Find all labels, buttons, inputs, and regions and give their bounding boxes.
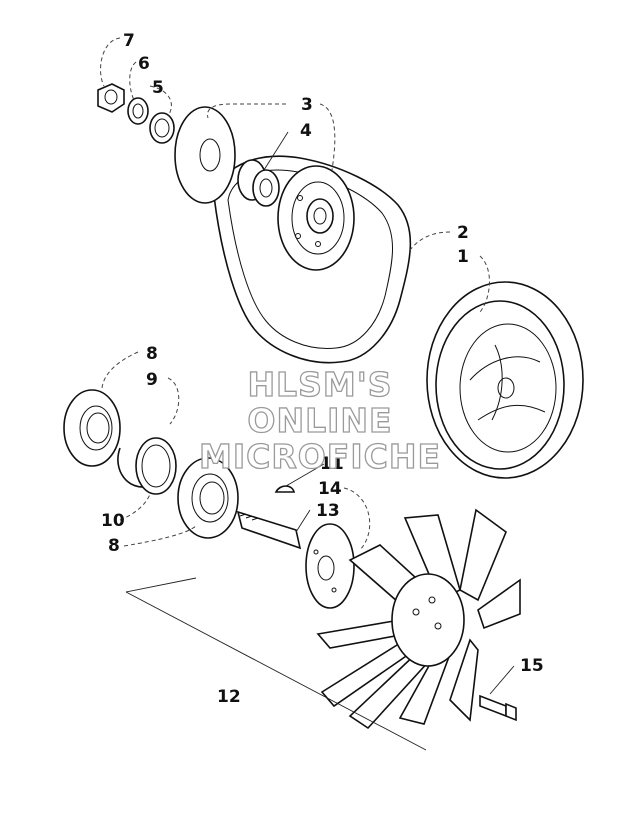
assembly-bracket-bottom	[125, 591, 427, 751]
bearing-upper	[63, 389, 121, 467]
callout-12: 12	[217, 687, 241, 707]
callout-5: 5	[152, 78, 164, 98]
callout-6: 6	[138, 54, 150, 74]
callout-9: 9	[146, 370, 158, 390]
callout-13: 13	[316, 501, 340, 521]
hex-nut	[97, 83, 125, 113]
watermark-line-1: HLSM'S	[247, 365, 392, 404]
driven-pulley-front	[277, 165, 355, 271]
cooling-fan	[316, 508, 521, 730]
bearing-lower	[177, 457, 239, 539]
watermark-line-2: ONLINE	[247, 401, 392, 440]
lock-washer	[127, 97, 149, 125]
leader-lines	[100, 37, 515, 695]
fan-bolt	[479, 694, 517, 722]
assembly-bracket-top	[125, 577, 197, 593]
callout-2: 2	[457, 223, 469, 243]
callout-10: 10	[101, 511, 125, 531]
flat-washer	[149, 112, 175, 144]
callout-11: 11	[320, 454, 344, 474]
callout-15: 15	[520, 656, 544, 676]
pulley-bearing	[237, 159, 280, 207]
callout-8-lower: 8	[108, 536, 120, 556]
woodruff-key	[274, 485, 296, 493]
callout-7: 7	[123, 31, 135, 51]
fan-shaft	[236, 510, 355, 609]
callout-8-upper: 8	[146, 344, 158, 364]
callout-14: 14	[318, 479, 342, 499]
watermark: HLSM'S ONLINE MICROFICHE	[198, 364, 441, 476]
retaining-ring	[135, 437, 177, 495]
callout-3: 3	[301, 95, 313, 115]
watermark-line-3: MICROFICHE	[199, 437, 441, 476]
callout-4: 4	[300, 121, 312, 141]
drive-pulley-large	[426, 281, 584, 479]
driven-pulley-rear	[174, 106, 236, 204]
callout-1: 1	[457, 247, 469, 267]
